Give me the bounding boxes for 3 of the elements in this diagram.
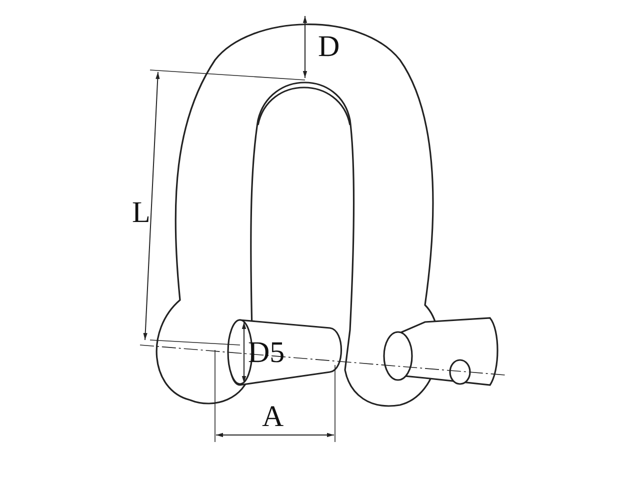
dimension-label: A (262, 402, 284, 432)
dimension-label: L (132, 198, 150, 228)
dimension-label: D (318, 32, 340, 62)
